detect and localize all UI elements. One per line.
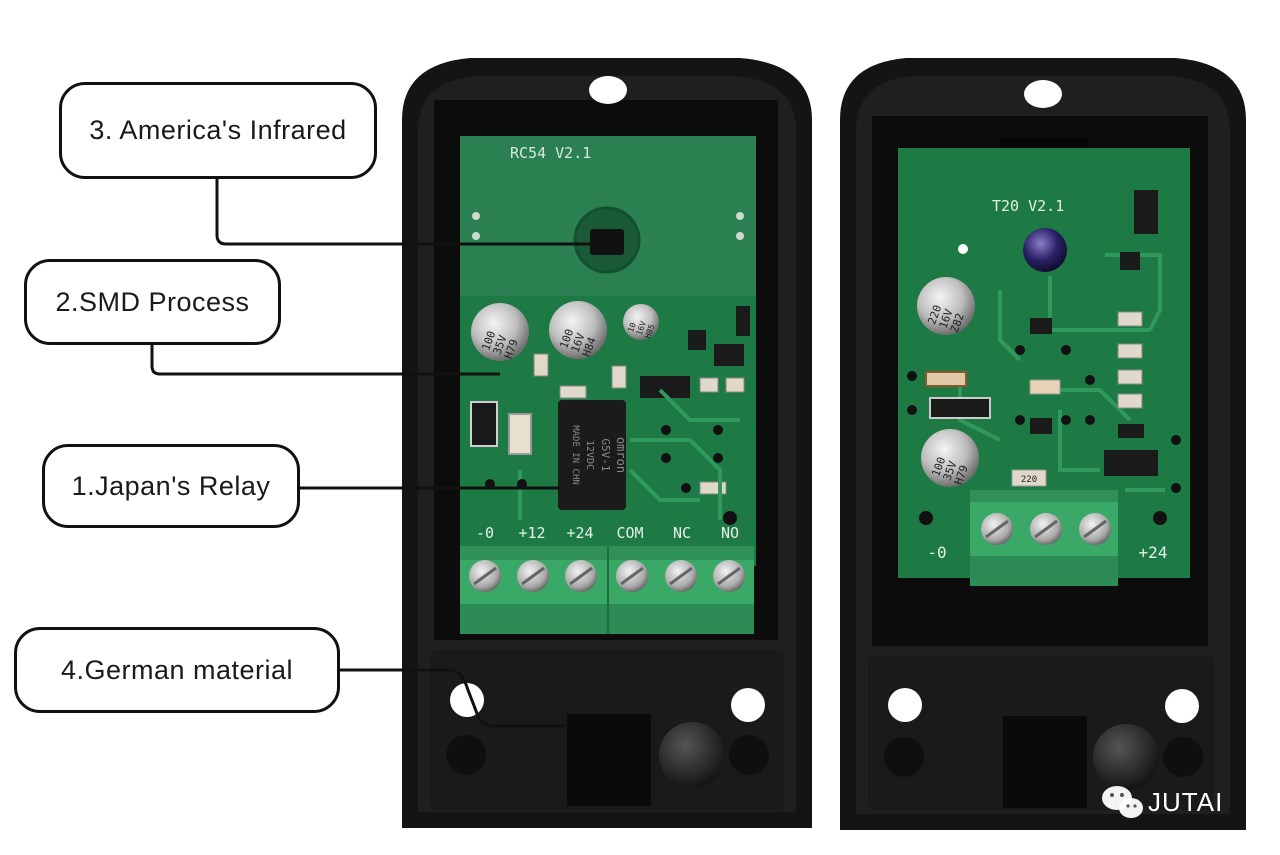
watermark-text: JUTAI [1148,786,1224,817]
terminal-block [460,546,754,634]
svg-text:220: 220 [1021,475,1037,485]
svg-text:10: 10 [626,321,638,333]
infrared-led [1023,228,1067,272]
smd-diode [925,371,967,387]
capacitor: 220 16V Z82 [917,277,975,335]
svg-text:H79: H79 [502,337,521,360]
svg-text:100: 100 [929,455,948,478]
leader-line-material [340,668,568,728]
callout-infrared: 3. America's Infrared [59,82,377,179]
left-pcb: RC54 V2.1 100 35V H79 100 16V H84 10 16V… [460,136,756,634]
lens-dome [1093,724,1159,790]
terminal-label: NO [721,524,739,542]
svg-text:MADE IN CHN: MADE IN CHN [570,425,580,485]
callout-material-label: 4.German material [60,654,294,685]
leader-lines [150,179,590,728]
wechat-icon [1102,786,1143,818]
leader-line-smd [150,345,500,376]
svg-text:100: 100 [557,327,576,350]
capacitor: 100 35V H79 [921,429,979,487]
mounting-hole [731,688,765,722]
smd-diode [1104,450,1158,476]
infrared-sensor [590,229,624,255]
smd-resistor [508,413,532,455]
smd-resistor [1117,311,1143,327]
callout-smd-label: 2.SMD Process [55,286,250,317]
svg-text:12VDC: 12VDC [584,440,595,470]
terminal-label: +24 [1139,543,1168,562]
smd-resistor [1011,469,1047,487]
terminal-label: -0 [927,543,946,562]
svg-text:100: 100 [479,329,498,352]
terminal-screw [981,513,1111,545]
smd-resistor [1117,343,1143,359]
right-pcb: T20 V2.1 220 16V Z82 100 35V H79 [898,148,1190,586]
mounting-hole [1024,80,1062,108]
terminal-label: +12 [518,524,545,542]
cable-entry [567,714,651,806]
callout-smd-process: 2.SMD Process [24,259,281,345]
cable-entry [1003,716,1087,808]
mounting-hole [888,688,922,722]
smd-diode [470,401,498,447]
svg-text:G5V-1: G5V-1 [599,438,612,471]
board-model-label: RC54 V2.1 [510,144,591,162]
terminal-label: +24 [566,524,593,542]
terminal-label: NC [673,524,691,542]
mounting-hole [1165,689,1199,723]
svg-text:omron: omron [614,437,628,473]
relay: omron G5V-1 12VDC MADE IN CHN [558,400,628,510]
smd-diode [640,376,690,398]
smd-resistor [1117,393,1143,409]
leader-line-infrared [215,179,590,246]
mounting-hole [589,76,627,104]
callout-relay: 1.Japan's Relay [42,444,300,528]
smd-resistor [1117,369,1143,385]
callout-material: 4.German material [14,627,340,713]
watermark: JUTAI [1100,782,1223,822]
svg-text:220: 220 [925,303,944,326]
board-model-label: T20 V2.1 [992,197,1064,215]
capacitor: 100 35V H79 [471,303,529,361]
terminal-label: -0 [476,524,494,542]
capacitor: 100 16V H84 [549,301,607,359]
callout-infrared-label: 3. America's Infrared [89,115,347,145]
terminal-screw [469,560,745,592]
capacitor: 10 16V H85 [623,304,659,340]
svg-text:H79: H79 [952,463,971,486]
terminal-label: COM [616,524,643,542]
lens-dome [659,722,725,788]
callout-relay-label: 1.Japan's Relay [71,470,271,501]
svg-text:Z82: Z82 [948,311,967,334]
